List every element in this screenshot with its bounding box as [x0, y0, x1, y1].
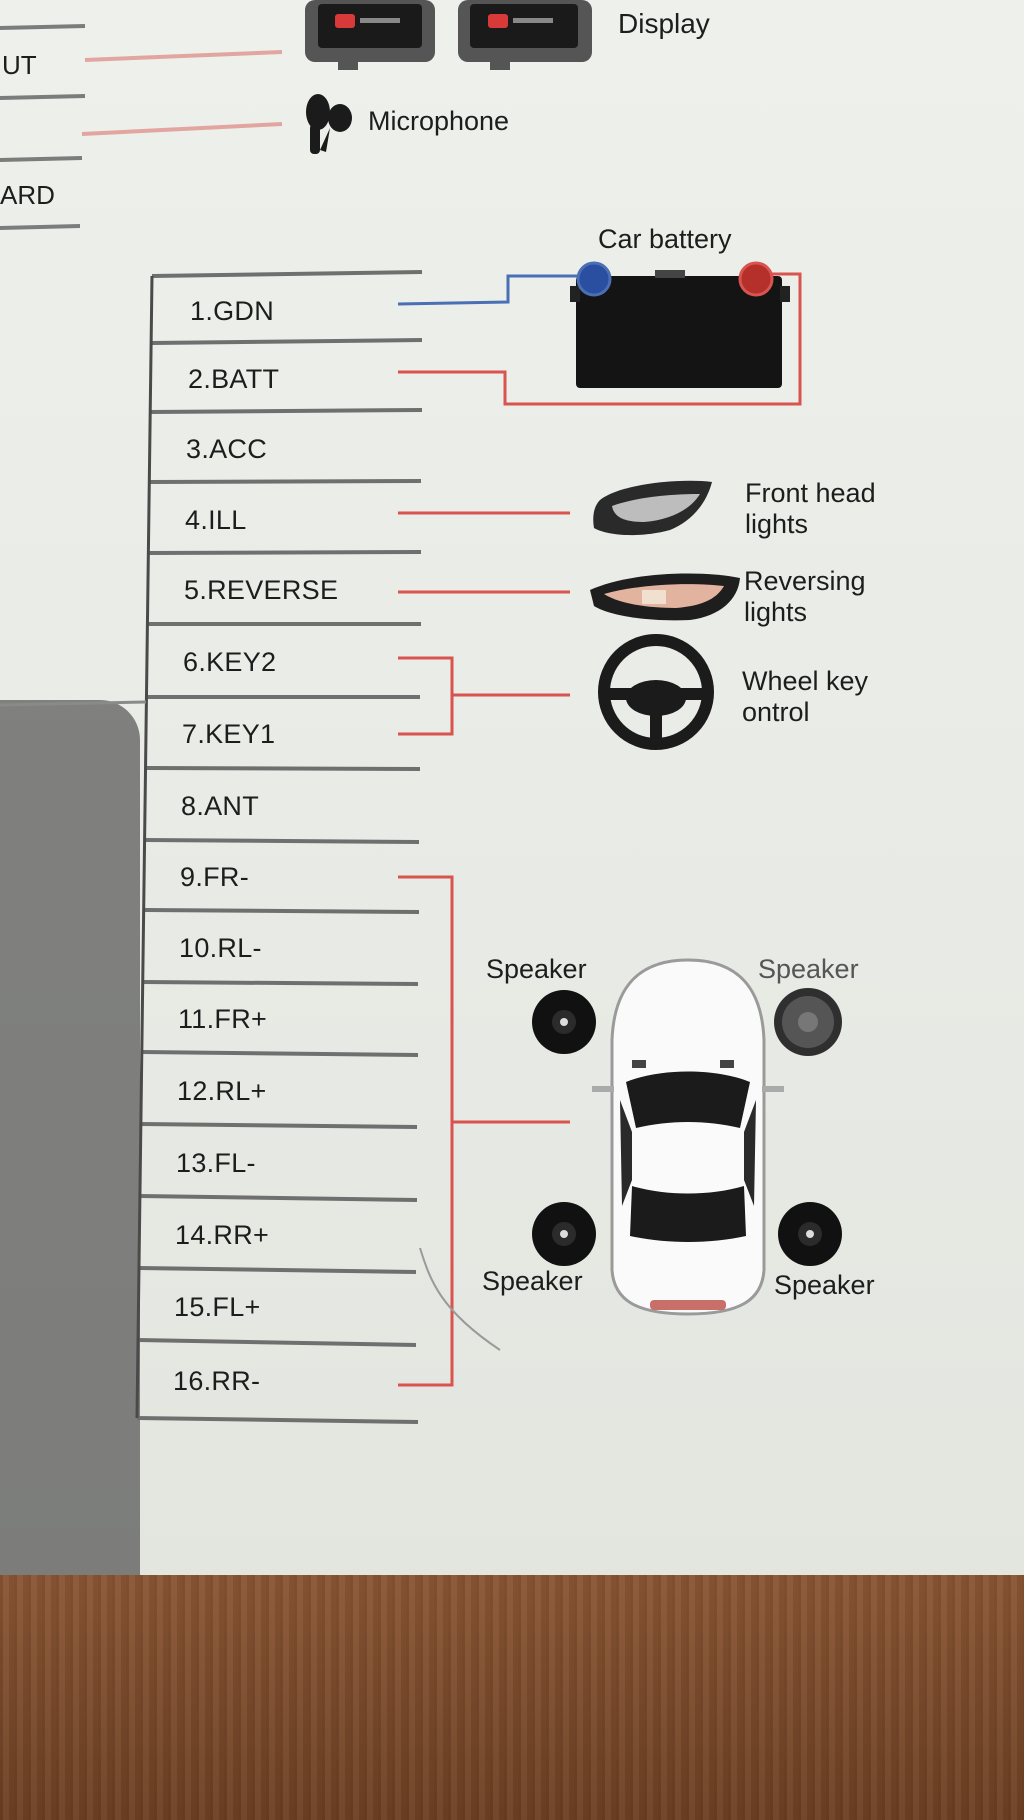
microphone-label: Microphone	[368, 106, 510, 136]
paper-crease	[419, 1247, 501, 1351]
left-partial-label-1: UT	[2, 50, 37, 80]
pin-2-label: 2.BATT	[188, 364, 280, 394]
speaker-icon-bottom-right	[778, 1202, 842, 1266]
pin-5-label: 5.REVERSE	[184, 575, 339, 605]
speaker-label-top-left: Speaker	[486, 954, 587, 984]
display-wire	[84, 50, 283, 62]
pin-3-label: 3.ACC	[186, 434, 268, 464]
front-head-lights-label: Front head lights	[745, 478, 876, 539]
hand-shadow	[0, 700, 140, 1575]
speaker-icon-top-left	[532, 990, 596, 1054]
left-partial-label-2: ARD	[0, 180, 55, 210]
pin-7-label: 7.KEY1	[182, 719, 276, 749]
car-battery-label: Car battery	[598, 224, 732, 254]
batt-wire	[398, 272, 802, 406]
speaker-label-top-right: Speaker	[758, 954, 859, 984]
car-icon	[592, 958, 784, 1316]
left-divider	[0, 700, 147, 707]
manual-page	[0, 0, 1024, 1575]
reversing-light-icon	[590, 573, 740, 621]
pin-1-label: 1.GDN	[190, 296, 275, 326]
microphone-icon	[306, 94, 352, 154]
pin-12-label: 12.RL+	[177, 1076, 267, 1106]
microphone-wire	[81, 122, 283, 136]
pin-rows	[136, 270, 423, 1424]
speaker-icon-bottom-left	[532, 1202, 596, 1266]
pin-10-label: 10.RL-	[179, 933, 262, 963]
speaker-label-bottom-right: Speaker	[774, 1270, 875, 1300]
pin-9-label: 9.FR-	[180, 862, 249, 892]
pin-16-label: 16.RR-	[173, 1366, 261, 1396]
speaker-wire-bus	[398, 875, 454, 1387]
headlight-icon	[593, 480, 712, 536]
speaker-label-bottom-left: Speaker	[482, 1266, 583, 1296]
pin-11-label: 11.FR+	[178, 1004, 268, 1034]
pin-4-label: 4.ILL	[185, 505, 247, 535]
wooden-table	[0, 1575, 1024, 1820]
wheel-key-control-label: Wheel key ontrol	[742, 666, 869, 727]
display-label: Display	[618, 8, 710, 39]
display-icon	[305, 0, 592, 70]
top-left-rows	[0, 24, 86, 230]
pin-15-label: 15.FL+	[174, 1292, 261, 1322]
pin-6-label: 6.KEY2	[183, 647, 277, 677]
reversing-lights-label: Reversing lights	[744, 566, 866, 627]
gdn-wire	[397, 274, 580, 306]
pin-bracket	[135, 275, 154, 1419]
pin-14-label: 14.RR+	[175, 1220, 270, 1250]
pin-8-label: 8.ANT	[181, 791, 260, 821]
steering-wheel-icon	[598, 634, 714, 750]
car-battery-icon	[570, 261, 790, 388]
pin-13-label: 13.FL-	[176, 1148, 256, 1178]
speaker-icon-top-right	[774, 988, 842, 1056]
